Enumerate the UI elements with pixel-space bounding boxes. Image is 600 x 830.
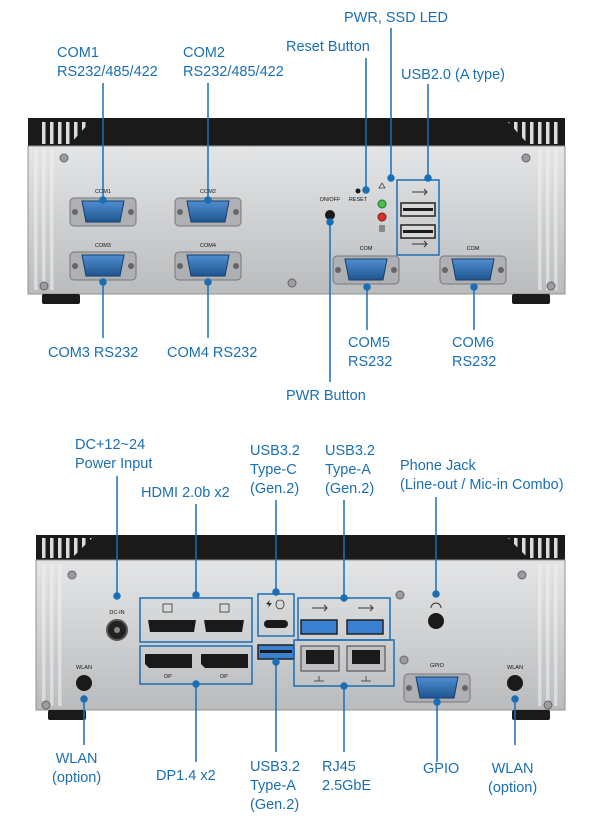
label-com2: COM2 RS232/485/422 [183,45,284,80]
rj45-ports [293,639,395,687]
com3-silkscreen: COM3 [95,243,111,249]
dp-right-silkscreen: DP [220,674,228,680]
label-com6: COM6 RS232 [452,335,497,370]
label-com1: COM1 RS232/485/422 [57,45,158,80]
com3-port: COM3 [69,243,137,281]
label-gpio: GPIO [423,761,460,777]
com6-port: COM [439,246,507,285]
label-usb32-typea-top: USB3.2 Type-A (Gen.2) [325,443,375,497]
com6-silkscreen: COM [467,246,480,252]
com4-silkscreen: COM4 [200,243,216,249]
label-com3: COM3 RS232 [48,345,139,361]
wlan-left-silkscreen: WLAN [76,665,92,671]
wlan-right-antenna: WLAN [507,665,523,691]
label-hdmi: HDMI 2.0b x2 [141,485,230,501]
com5-port: COM [332,246,400,285]
label-usb32-typea-bottom: USB3.2 Type-A (Gen.2) [250,759,300,813]
dc-in-jack: DC-IN [106,610,128,641]
rear-leader-lines [80,476,519,762]
usb2-ports [396,179,440,256]
com5-silkscreen: COM [360,246,373,252]
label-wlan-right: WLAN (option) [488,761,538,796]
com2-port: COM2 [174,189,242,227]
label-dc-in: DC+12~24 Power Input [75,437,153,472]
dc-in-silkscreen: DC-IN [109,610,124,616]
label-phone-jack: Phone Jack (Line-out / Mic-in Combo) [400,458,564,493]
gpio-silkscreen: GPIO [430,663,444,669]
label-pwr-ssd-led: PWR, SSD LED [344,10,448,26]
usb3-typea-bottom [257,644,295,660]
power-button: ON/OFF [320,197,341,220]
usb3-typea-top [297,597,391,641]
status-leds [377,182,387,232]
label-usb32-typec: USB3.2 Type-C (Gen.2) [250,443,300,497]
label-reset-button: Reset Button [286,39,370,55]
label-pwr-button: PWR Button [286,388,366,404]
phone-jack [428,602,444,629]
front-leader-lines [99,28,478,382]
reset-silkscreen: RESET [349,197,368,203]
label-usb20: USB2.0 (A type) [401,67,505,83]
dp-left-silkscreen: DP [164,674,172,680]
label-com5: COM5 RS232 [348,335,393,370]
reset-button: RESET [349,188,368,203]
wlan-right-silkscreen: WLAN [507,665,523,671]
label-com4: COM4 RS232 [167,345,258,361]
on-off-silkscreen: ON/OFF [320,197,341,203]
label-rj45: RJ45 2.5GbE [322,759,372,794]
label-dp: DP1.4 x2 [156,768,216,784]
gpio-port: GPIO [403,663,471,703]
label-wlan-left: WLAN (option) [52,751,102,786]
wlan-left-antenna: WLAN [76,665,92,691]
